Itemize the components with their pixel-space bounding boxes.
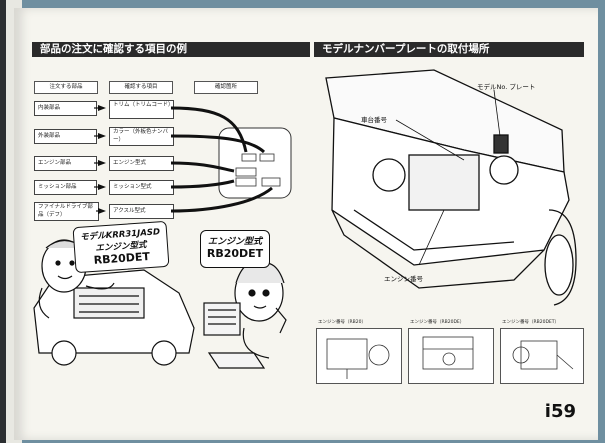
thumbnail-label: エンジン番号（RB20DE） (410, 320, 465, 325)
left-section-title: 部品の注文に確認する項目の例 (32, 42, 310, 57)
thumbnail-label: エンジン番号（RB20DET） (502, 320, 559, 325)
thumbnail-engine-rb20 (316, 328, 402, 384)
model-plate-mark (493, 134, 509, 154)
thumbnail-label: エンジン番号（RB20） (318, 320, 366, 325)
row-item: トリム（トリムコード） (109, 100, 174, 119)
row-part: 外装部品 (34, 129, 97, 144)
left-diagram-arrows (33, 105, 292, 369)
row-item: カラー（外板色ナンバー） (109, 127, 174, 146)
row-item: エンジン型式 (109, 156, 174, 171)
bubble-engine-label: エンジン型式 (207, 237, 262, 247)
page-number: i59 (544, 401, 576, 422)
speech-bubble-mechanic: モデルKRR31JASD エンジン型式 RB20DET (72, 220, 170, 274)
manual-page: 部品の注文に確認する項目の例 注文する部品 確認する項目 確認箇所 内装部品 ト… (14, 8, 598, 440)
row-part: ファイナルドライブ部品（デフ） (34, 202, 99, 221)
column-header-item: 確認する項目 (109, 81, 173, 94)
bubble-engine-code: RB20DET (206, 247, 264, 260)
right-section-title: モデルナンバープレートの取付場所 (314, 42, 584, 57)
location-plate-sketch (218, 127, 292, 199)
column-header-part: 注文する部品 (34, 81, 98, 94)
row-part: 内装部品 (34, 101, 97, 116)
column-header-location: 確認箇所 (194, 81, 258, 94)
connector-arrows (98, 105, 106, 214)
engine-block (408, 154, 480, 211)
callout-chassis-number: 車台番号 (361, 116, 387, 124)
curved-arrows (170, 106, 273, 213)
operator-illustration (203, 262, 287, 369)
car-engine-bay-diagram (325, 69, 577, 306)
callout-engine-number: エンジン番号 (384, 275, 423, 283)
thumbnail-engine-rb20de (408, 328, 494, 384)
thumbnail-engine-rb20det (500, 328, 584, 384)
speech-bubble-operator: エンジン型式 RB20DET (200, 230, 270, 268)
callout-model-plate: モデルNo. プレート (477, 83, 536, 91)
